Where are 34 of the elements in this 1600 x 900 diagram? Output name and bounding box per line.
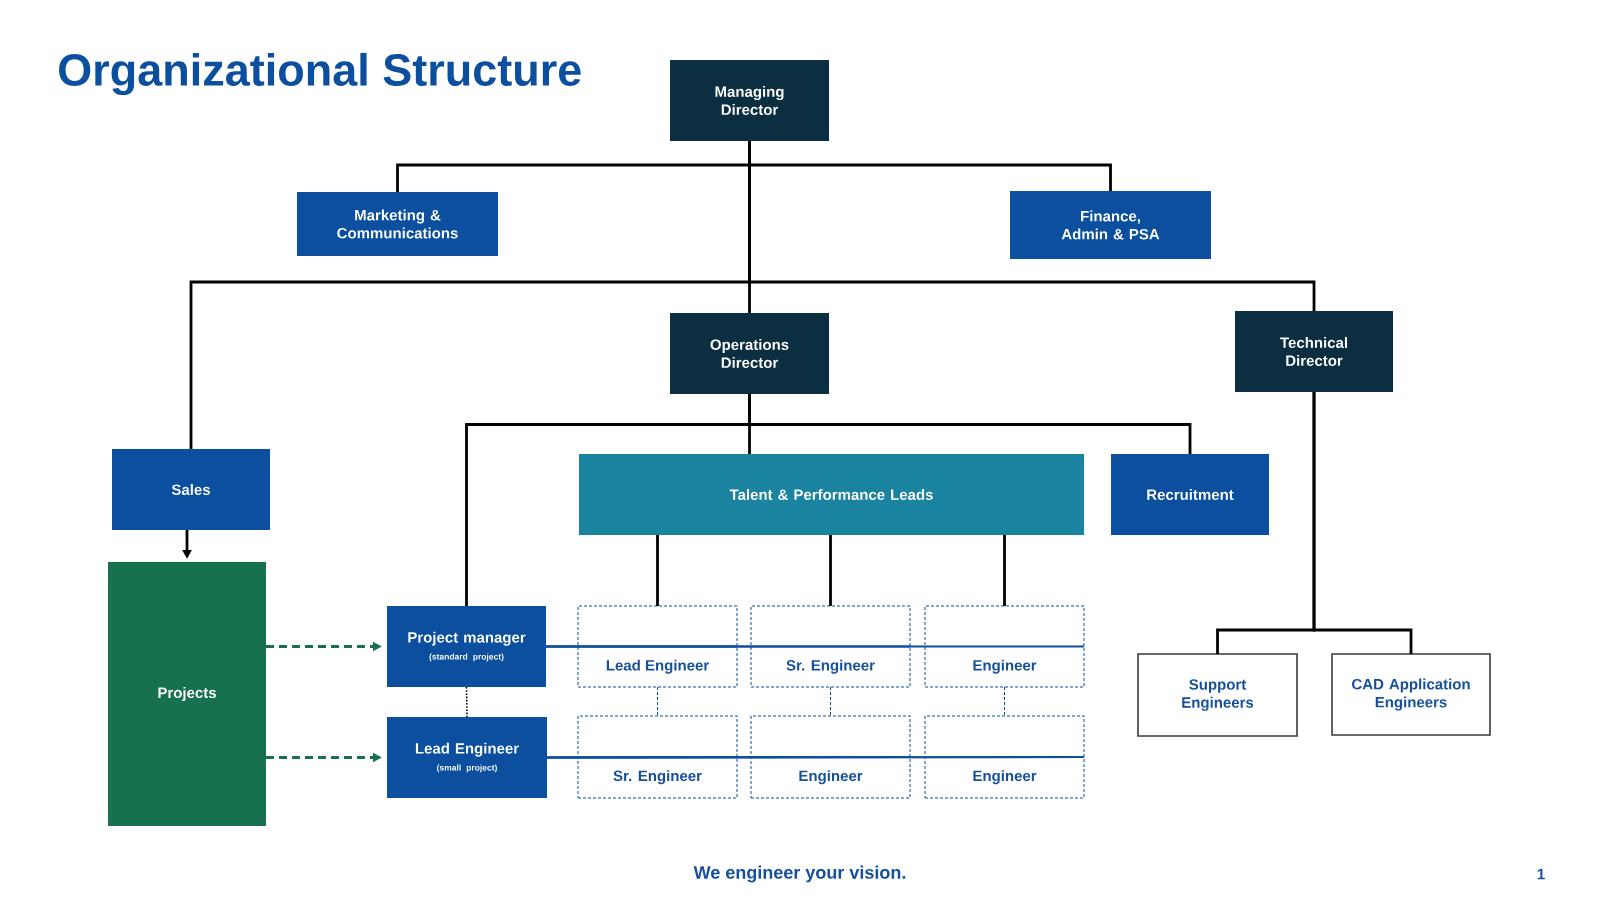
department-box: Sales [112, 449, 270, 530]
director-box: Operations Director [670, 313, 829, 394]
connector-line [829, 535, 832, 606]
connector-line [546, 645, 1084, 648]
department-box: Lead Engineer (small project) [387, 717, 547, 798]
role-box: Sr. Engineer [577, 715, 738, 799]
projects-box: Projects [108, 562, 266, 826]
role-box: Lead Engineer [577, 605, 738, 688]
director-box: Technical Director [1235, 311, 1393, 392]
role-box: Support Engineers [1137, 653, 1298, 737]
role-box: Sr. Engineer [750, 605, 911, 688]
page-number: 1 [1537, 868, 1545, 880]
connector-line [465, 394, 1192, 606]
dashed-connector-line [657, 686, 658, 717]
dashed-connector-line [1004, 686, 1005, 717]
role-box: Engineer [924, 715, 1085, 799]
connector-line [1003, 535, 1006, 606]
role-box: Engineer [924, 605, 1085, 688]
team-box: Talent & Performance Leads [579, 454, 1084, 535]
department-box: Project manager (standard project) [387, 606, 546, 687]
department-box: Recruitment [1111, 454, 1269, 535]
dashed-connector-line [830, 686, 831, 717]
title: Organizational Structure [59, 52, 581, 96]
connector-line [189, 141, 1316, 449]
role-box: Engineer [750, 715, 911, 799]
connector-line [547, 755, 1085, 759]
role-box: CAD Application Engineers [1331, 653, 1491, 736]
connector-line [656, 535, 659, 606]
director-box: Managing Director [670, 60, 829, 141]
connector-line [1216, 392, 1413, 654]
department-box: Marketing & Communications [297, 192, 498, 256]
department-box: Finance, Admin & PSA [1010, 191, 1211, 259]
dashed-connector-line [465, 686, 468, 718]
tagline: We engineer your vision. [693, 865, 906, 883]
